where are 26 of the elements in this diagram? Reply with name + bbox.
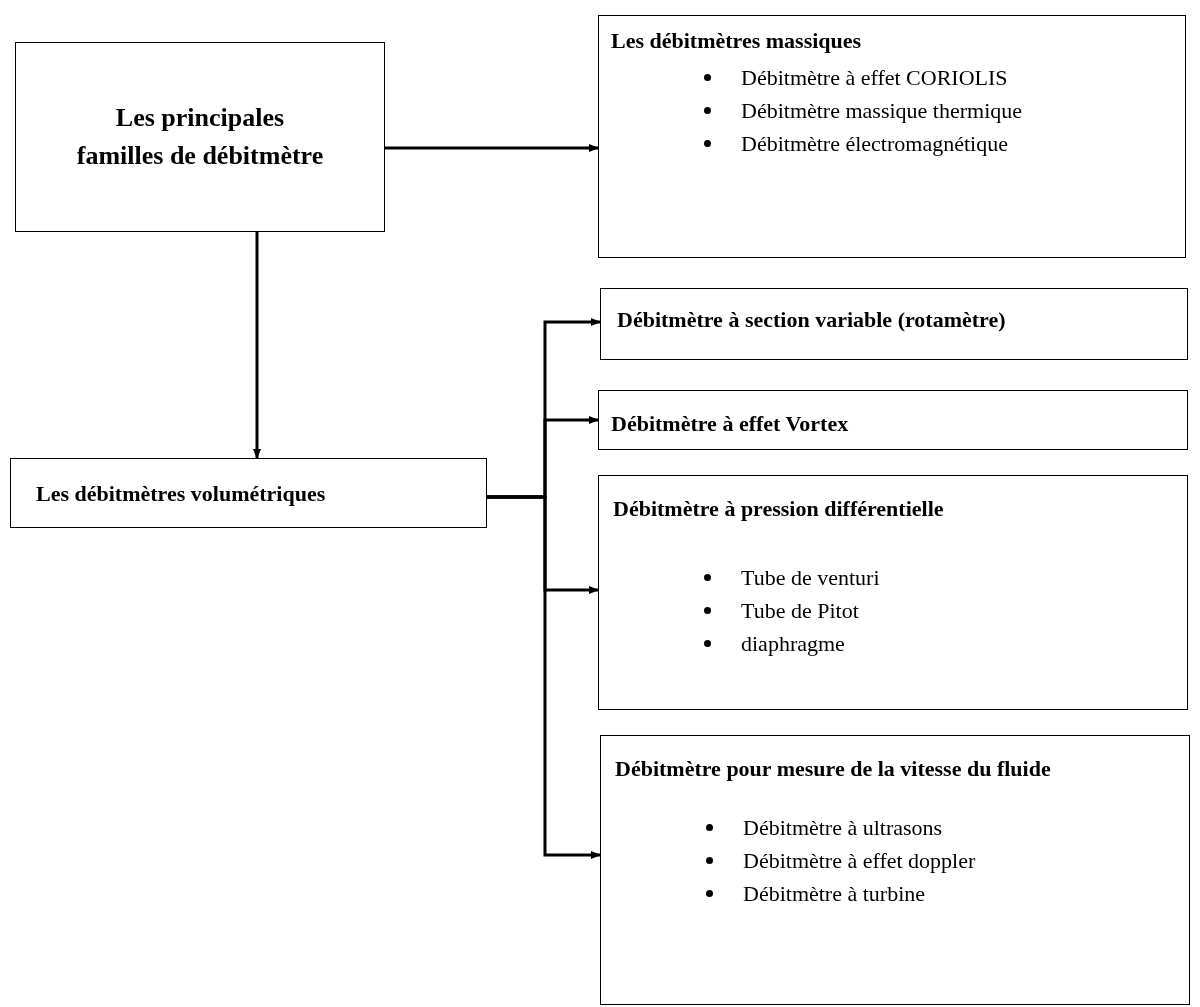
bullet-item: Tube de Pitot	[741, 597, 859, 625]
text-box	[600, 735, 1190, 1005]
box-heading: Débitmètre à pression différentielle	[612, 495, 945, 523]
arrow	[385, 144, 599, 152]
bullet-item: Débitmètre massique thermique	[741, 97, 1023, 125]
box-heading: Les débitmètres volumétriques	[35, 479, 327, 508]
bullet-item: Débitmètre à ultrasons	[743, 814, 943, 842]
bullet-item: Tube de venturi	[741, 564, 880, 592]
box-heading: Les principales familles de débitmètre	[75, 102, 325, 172]
text-box	[598, 15, 1186, 258]
text-box	[598, 390, 1188, 450]
bullet-item: Débitmètre à effet doppler	[743, 847, 976, 875]
bullet-item: Débitmètre électromagnétique	[741, 130, 1008, 158]
box-heading: Débitmètre pour mesure de la vitesse du fluide	[614, 755, 1052, 783]
bullet-item: Débitmètre à turbine	[743, 880, 926, 908]
box-heading: Débitmètre à effet Vortex	[610, 410, 850, 438]
arrow	[253, 232, 261, 459]
bullet-item: diaphragme	[741, 630, 845, 658]
text-box	[600, 288, 1188, 360]
arrow	[487, 495, 601, 859]
text-box	[15, 42, 385, 232]
box-heading: Les débitmètres massiques	[610, 27, 863, 55]
text-box	[10, 458, 487, 528]
bullet-item: Débitmètre à effet CORIOLIS	[741, 64, 1008, 92]
text-box	[598, 475, 1188, 710]
box-heading: Débitmètre à section variable (rotamètre)	[616, 306, 1007, 334]
